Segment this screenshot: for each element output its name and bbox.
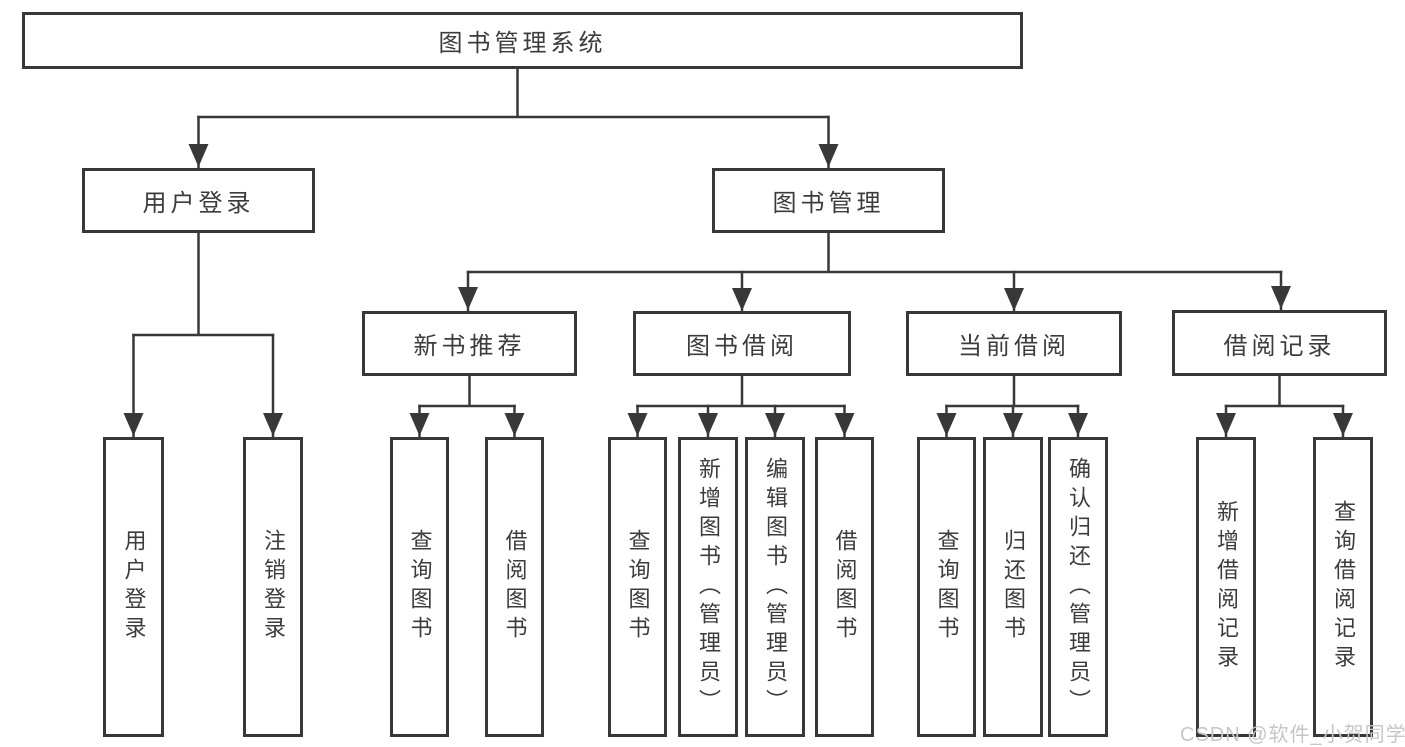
- node-book-management: 图书管理: [712, 168, 945, 233]
- node-user-login: 用户登录: [82, 168, 315, 233]
- leaf-edit-books-admin: 编辑图书（管理员）: [745, 437, 805, 737]
- leaf-logout: 注销登录: [243, 437, 303, 737]
- leaf-recommend-borrow-books: 借阅图书: [485, 437, 544, 737]
- csdn-watermark: CSDN @软件_小贺同学: [1180, 724, 1405, 746]
- leaf-current-query-books: 查询图书: [917, 437, 976, 737]
- leaf-borrow-books: 借阅图书: [815, 437, 874, 737]
- node-borrow-records: 借阅记录: [1172, 310, 1387, 376]
- node-book-borrow: 图书借阅: [633, 311, 851, 376]
- node-current-borrow: 当前借阅: [906, 311, 1122, 376]
- leaf-recommend-query-books: 查询图书: [390, 437, 449, 737]
- leaf-add-borrow-record: 新增借阅记录: [1196, 437, 1256, 737]
- leaf-borrow-query-books: 查询图书: [608, 437, 667, 737]
- node-root: 图书管理系统: [22, 12, 1023, 69]
- leaf-confirm-return-admin: 确认归还（管理员）: [1048, 437, 1108, 737]
- node-new-book-recommend: 新书推荐: [362, 311, 577, 376]
- leaf-add-books-admin: 新增图书（管理员）: [678, 437, 738, 737]
- leaf-query-borrow-record: 查询借阅记录: [1313, 437, 1373, 737]
- leaf-user-login: 用户登录: [103, 437, 164, 737]
- leaf-return-books: 归还图书: [983, 437, 1043, 737]
